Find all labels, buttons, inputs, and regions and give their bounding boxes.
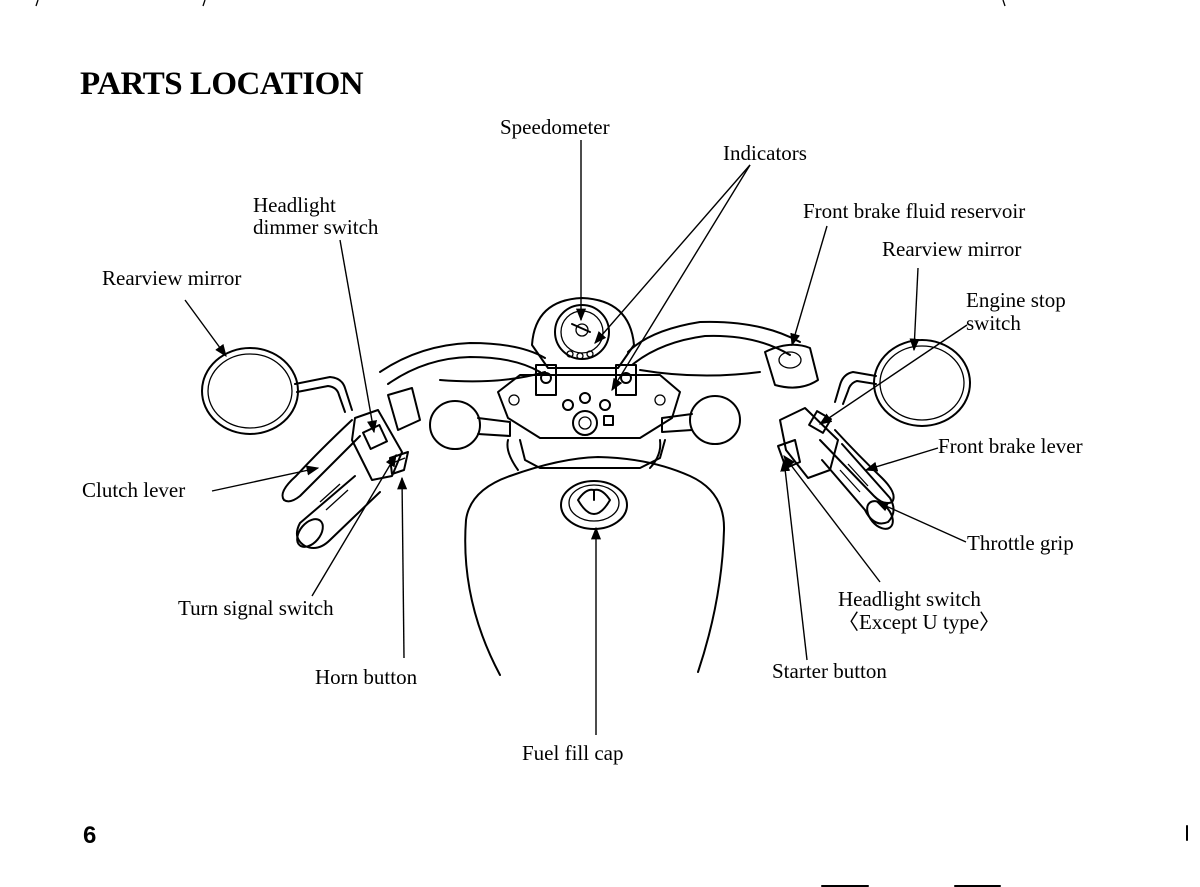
label-speedometer: Speedometer	[500, 115, 610, 139]
page-title: PARTS LOCATION	[80, 66, 364, 102]
label-front-brake-lever: Front brake lever	[938, 434, 1083, 458]
label-rearview-mirror-left: Rearview mirror	[102, 266, 242, 290]
label-headlight-switch-line1: Headlight switch	[838, 587, 981, 611]
label-headlight-switch-line2: 〈Except U type〉	[838, 610, 1001, 634]
left-rearview-mirror	[201, 347, 353, 435]
label-fuel-fill-cap: Fuel fill cap	[522, 741, 624, 765]
label-clutch-lever: Clutch lever	[82, 478, 186, 502]
fuel-tank	[464, 439, 726, 676]
page-edge-marks	[35, 0, 1188, 887]
label-indicators: Indicators	[723, 141, 807, 165]
clutch-lever-shape	[281, 419, 361, 503]
fuel-cap	[560, 480, 628, 530]
label-front-brake-fluid-reservoir: Front brake fluid reservoir	[803, 199, 1026, 223]
right-rearview-mirror	[834, 339, 971, 427]
right-grip	[821, 443, 895, 530]
speedometer-unit	[531, 297, 635, 369]
left-switch-housing	[351, 387, 421, 481]
top-triple-clamp	[497, 364, 681, 439]
left-grip	[295, 475, 381, 549]
label-engine-stop-line2: switch	[966, 311, 1021, 335]
right-switch-housing	[764, 343, 839, 479]
label-engine-stop-line1: Engine stop	[966, 288, 1066, 312]
label-horn-button: Horn button	[315, 665, 418, 689]
label-rearview-mirror-right: Rearview mirror	[882, 237, 1022, 261]
label-headlight-dimmer-line2: dimmer switch	[253, 215, 379, 239]
page-number: 6	[83, 822, 97, 849]
label-headlight-dimmer-line1: Headlight	[253, 193, 336, 217]
label-throttle-grip: Throttle grip	[967, 531, 1074, 555]
label-turn-signal-switch: Turn signal switch	[178, 596, 334, 620]
label-starter-button: Starter button	[772, 659, 887, 683]
handlebar	[379, 320, 801, 385]
leader-lines	[184, 140, 968, 735]
